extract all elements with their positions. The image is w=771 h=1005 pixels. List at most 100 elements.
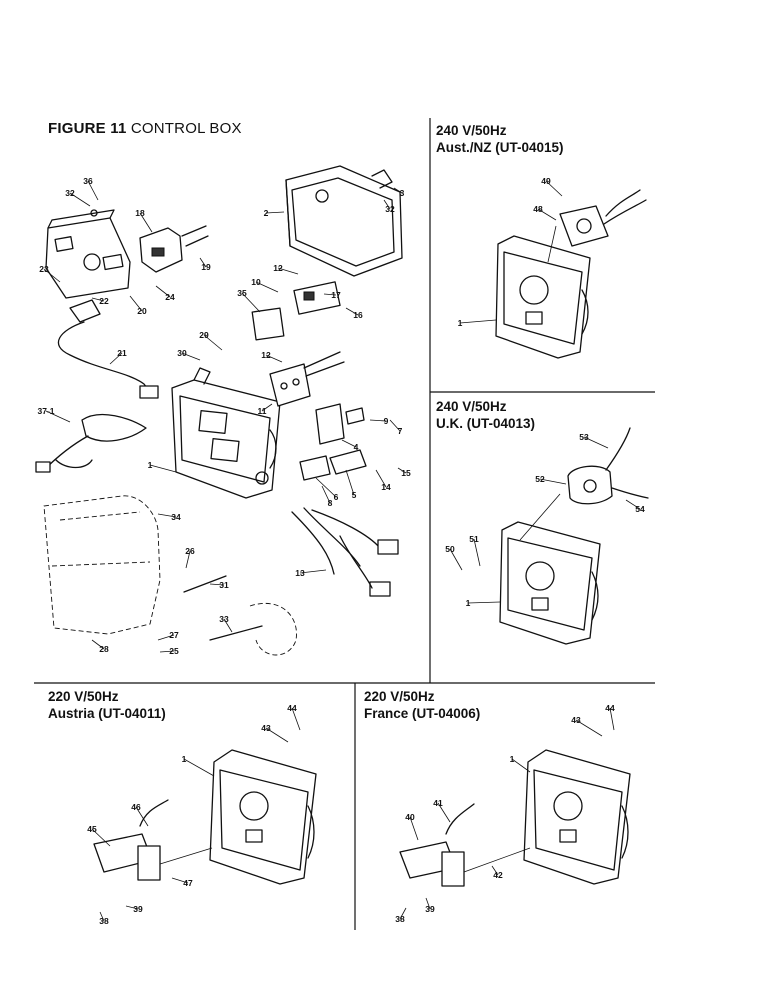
callout-number: 34 <box>171 512 181 522</box>
callout-leader <box>223 618 233 633</box>
callout-number: 33 <box>219 614 229 624</box>
callout-number: 18 <box>135 208 145 218</box>
generator-lines <box>51 511 151 567</box>
callout-number: 25 <box>169 646 179 656</box>
callout-number: 4 <box>354 442 359 452</box>
harness-13 <box>291 507 399 597</box>
callout-number: 20 <box>137 306 147 316</box>
callout-leader <box>91 639 105 650</box>
callout-leader <box>43 268 61 283</box>
aus-nz-voltage: 240 V/50Hz <box>436 123 507 138</box>
callout-number: 31 <box>219 580 229 590</box>
callout-leader <box>135 806 149 827</box>
callout-leader <box>171 877 189 884</box>
cord-21 <box>57 321 151 393</box>
callout-leader <box>265 727 289 743</box>
callout-number: 5 <box>352 490 357 500</box>
france-region: France (UT-04006) <box>364 706 481 721</box>
callout-leader <box>437 802 451 823</box>
callout-number: 1 <box>182 754 187 764</box>
callout-number: 26 <box>185 546 195 556</box>
cordset-37-1 <box>35 413 147 473</box>
callout-number: 39 <box>425 904 435 914</box>
callout-number: 49 <box>541 176 551 186</box>
callout-number: 19 <box>201 262 211 272</box>
callout-number: 40 <box>405 812 415 822</box>
bracket-5 <box>329 449 367 475</box>
callout-leader <box>45 410 71 423</box>
callout-leader <box>181 352 201 361</box>
callout-number: 37-1 <box>37 406 54 416</box>
relay-cap-part <box>345 407 365 425</box>
plug-21 <box>139 385 159 399</box>
callout-number: 7 <box>398 426 403 436</box>
callout-number: 2 <box>264 208 269 218</box>
breaker-part <box>139 225 209 273</box>
callout-leader <box>575 719 603 737</box>
central-box-part <box>171 367 281 499</box>
callout-leader <box>345 307 359 316</box>
uk-box-part <box>499 521 601 645</box>
callout-leader <box>399 907 407 920</box>
callout-number: 44 <box>287 703 297 713</box>
callout-leader <box>241 292 261 313</box>
callout-number: 43 <box>261 723 271 733</box>
callout-number: 52 <box>535 474 545 484</box>
callout-leader <box>159 650 175 653</box>
callout-leader <box>129 295 143 312</box>
figure-title: FIGURE 11 CONTROL BOX <box>48 120 242 137</box>
callout-leader <box>69 192 91 207</box>
callout-leader <box>425 897 431 910</box>
callout-leader <box>157 634 175 641</box>
callout-number: 50 <box>445 544 455 554</box>
callout-leader <box>109 352 123 365</box>
callout-number: 42 <box>493 870 503 880</box>
callout-leader <box>545 180 563 197</box>
callout-leader <box>185 550 191 569</box>
callout-number: 38 <box>99 916 109 926</box>
france-voltage: 220 V/50Hz <box>364 689 435 704</box>
callout-number: 9 <box>384 416 389 426</box>
callout-leader <box>91 828 111 847</box>
figure-label: FIGURE 11 <box>48 120 127 137</box>
callout-number: 13 <box>295 568 305 578</box>
callout-leader <box>255 281 279 293</box>
enclosure-part <box>285 165 403 277</box>
callout-leader <box>375 469 387 488</box>
callout-leader <box>149 464 177 473</box>
callout-number: 28 <box>99 644 109 654</box>
callout-number: 11 <box>258 406 267 416</box>
callout-leader <box>139 212 153 233</box>
callout-leader <box>87 180 99 201</box>
callout-number: 45 <box>87 824 97 834</box>
austria-voltage: 220 V/50Hz <box>48 689 119 704</box>
callout-number: 53 <box>579 432 589 442</box>
callout-leader <box>449 548 463 571</box>
aus-nz-heading: 240 V/50Hz Aust./NZ (UT-04015) <box>436 122 564 156</box>
callout-number: 47 <box>183 878 193 888</box>
callout-leader <box>199 257 207 268</box>
callout-number: 46 <box>131 802 141 812</box>
callout-number: 38 <box>395 914 405 924</box>
france-heading: 220 V/50Hz France (UT-04006) <box>364 688 480 722</box>
control-panel-part <box>45 209 131 299</box>
callout-number: 16 <box>353 310 363 320</box>
callout-leader <box>345 469 355 496</box>
callout-number: 27 <box>169 630 179 640</box>
callout-number: 36 <box>83 176 93 186</box>
uk-heading: 240 V/50Hz U.K. (UT-04013) <box>436 398 535 432</box>
callout-leader <box>125 905 139 910</box>
callout-leader <box>203 334 223 351</box>
callout-leader <box>291 707 301 731</box>
callout-number: 32 <box>65 188 75 198</box>
callout-leader <box>99 911 105 922</box>
callout-leader <box>369 419 387 422</box>
callout-leader <box>183 758 215 777</box>
callout-number: 48 <box>533 204 543 214</box>
callout-leader <box>265 354 283 363</box>
callout-leader <box>393 187 403 194</box>
callout-leader <box>265 211 285 214</box>
